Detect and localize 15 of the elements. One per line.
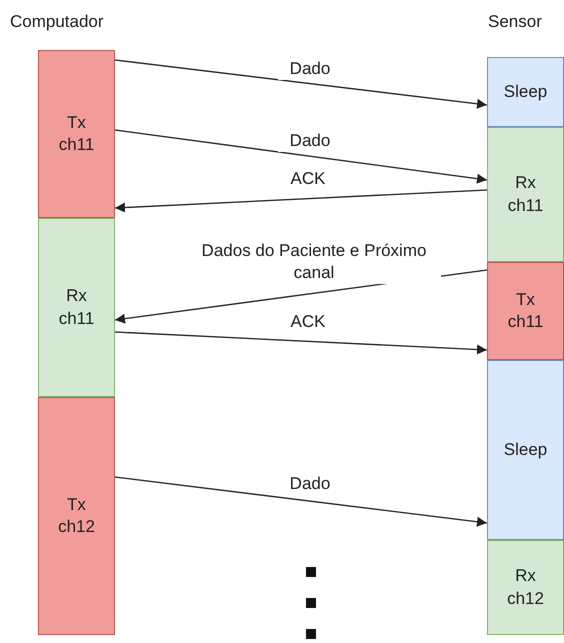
- column-header: Computador: [10, 12, 104, 32]
- receive-phase-box: Rx ch11: [487, 127, 564, 262]
- transmit-phase-box: Tx ch11: [38, 50, 115, 218]
- arrow: [114, 476, 488, 527]
- sleep-phase-box: Sleep: [487, 57, 564, 127]
- transmit-phase-box: Tx ch12: [38, 397, 115, 635]
- arrow: [114, 129, 488, 184]
- column-header: Sensor: [488, 12, 542, 32]
- transmit-phase-box: Tx ch11: [487, 262, 564, 360]
- receive-phase-box: Rx ch12: [487, 540, 564, 635]
- arrow: [114, 59, 488, 109]
- arrow: [114, 331, 488, 354]
- sleep-phase-box: Sleep: [487, 360, 564, 540]
- arrow: [114, 189, 488, 212]
- receive-phase-box: Rx ch11: [38, 218, 115, 397]
